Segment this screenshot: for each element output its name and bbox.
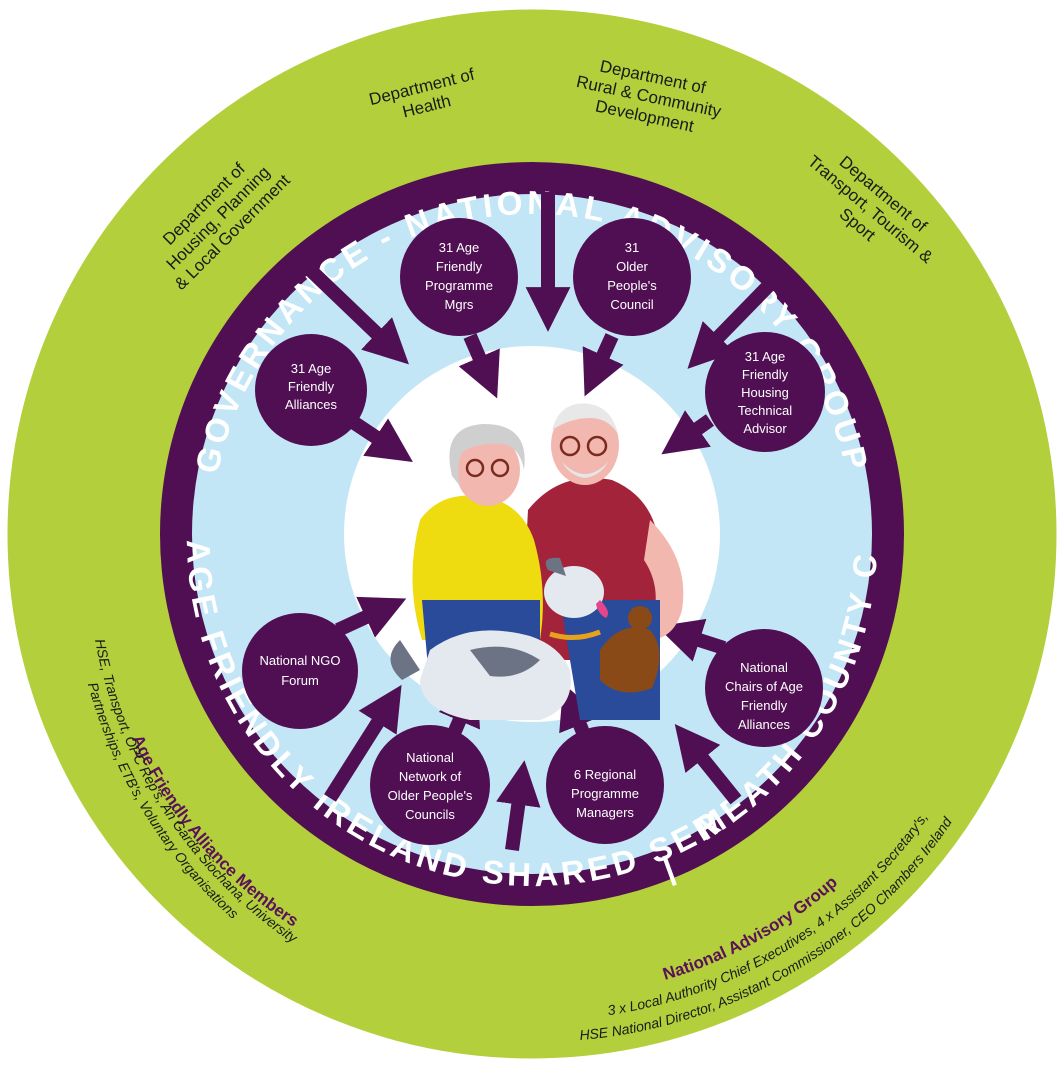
node-circle	[546, 726, 664, 844]
woman-head	[456, 434, 520, 506]
svg-text:Friendly: Friendly	[436, 259, 483, 274]
svg-text:Housing: Housing	[741, 385, 789, 400]
dog-tongue	[596, 600, 608, 618]
svg-text:Technical: Technical	[738, 403, 792, 418]
arrow-opc	[582, 333, 624, 397]
dog-collar	[549, 629, 601, 640]
node-circle	[705, 332, 825, 452]
node-circle	[255, 334, 367, 446]
dog-head	[544, 566, 604, 618]
dog-ear	[545, 557, 566, 576]
man-glasses-right	[586, 435, 608, 457]
arrow-programme-mgrs	[458, 333, 500, 399]
arrow-chairs	[656, 618, 727, 662]
node-opc: 31 Older People's Council	[573, 218, 691, 336]
node-housing-advisor: 31 Age Friendly Housing Technical Adviso…	[705, 332, 825, 452]
node-chairs: National Chairs of Age Friendly Alliance…	[705, 629, 823, 747]
arrow-alliances	[346, 414, 413, 462]
arrow-chairs-lower	[674, 724, 742, 805]
svg-text:31 Age: 31 Age	[439, 240, 480, 255]
svg-text:Friendly: Friendly	[742, 367, 789, 382]
woman-glasses-left	[465, 458, 485, 478]
svg-text:Network of: Network of	[399, 769, 462, 784]
svg-text:Programme: Programme	[425, 278, 493, 293]
node-circle	[370, 725, 490, 845]
node-programme-mgrs: 31 Age Friendly Programme Mgrs	[400, 218, 518, 336]
arrow-housing	[297, 256, 409, 365]
node-ngo-forum: National NGO Forum	[242, 613, 358, 729]
arrow-ngo-forum-lower	[324, 684, 402, 802]
svg-text:Forum: Forum	[281, 673, 319, 688]
svg-text:Council: Council	[610, 297, 653, 312]
svg-text:National NGO: National NGO	[260, 653, 341, 668]
woman-hair	[449, 424, 525, 486]
node-circle	[573, 218, 691, 336]
dog-patch	[470, 646, 540, 677]
svg-text:31 Age: 31 Age	[745, 349, 786, 364]
man-beard	[562, 462, 608, 478]
node-circle	[705, 629, 823, 747]
man-hair	[552, 403, 618, 434]
svg-text:Managers: Managers	[576, 805, 634, 820]
svg-text:Programme: Programme	[571, 786, 639, 801]
arrow-band-bottom	[496, 760, 541, 851]
svg-text:Councils: Councils	[405, 807, 455, 822]
svg-text:Alliances: Alliances	[285, 397, 338, 412]
dog-tail	[390, 640, 420, 680]
department-rural: Department of Rural & Community Developm…	[575, 57, 724, 136]
node-network-opc: National Network of Older People's Counc…	[370, 725, 490, 845]
svg-text:National: National	[740, 660, 788, 675]
svg-text:31 Age: 31 Age	[291, 361, 332, 376]
teddy-head	[628, 606, 652, 630]
svg-text:Older People's: Older People's	[388, 788, 473, 803]
node-circle	[242, 613, 358, 729]
svg-text:31: 31	[625, 240, 639, 255]
teddy-bear	[600, 627, 660, 693]
arrow-ngo-forum	[335, 596, 407, 638]
svg-text:Mgrs: Mgrs	[445, 297, 474, 312]
woman-glasses-right	[490, 458, 510, 478]
svg-text:National: National	[406, 750, 454, 765]
svg-text:6 Regional: 6 Regional	[574, 767, 636, 782]
department-arrows	[297, 192, 784, 369]
node-circle	[400, 218, 518, 336]
svg-text:Older: Older	[616, 259, 648, 274]
svg-text:Friendly: Friendly	[741, 698, 788, 713]
svg-text:Advisor: Advisor	[743, 421, 787, 436]
arrow-housing-advisor	[661, 410, 715, 455]
man-head	[551, 405, 619, 485]
node-regional-mgrs: 6 Regional Programme Managers	[546, 726, 664, 844]
svg-text:People's: People's	[607, 278, 657, 293]
svg-text:Alliances: Alliances	[738, 717, 791, 732]
svg-text:Chairs of Age: Chairs of Age	[725, 679, 803, 694]
node-alliances: 31 Age Friendly Alliances	[255, 334, 367, 446]
svg-text:Friendly: Friendly	[288, 379, 335, 394]
man-arm	[644, 520, 684, 638]
arrow-transport	[687, 271, 784, 369]
couple-illustration	[390, 403, 684, 720]
man-glasses-left	[559, 435, 581, 457]
